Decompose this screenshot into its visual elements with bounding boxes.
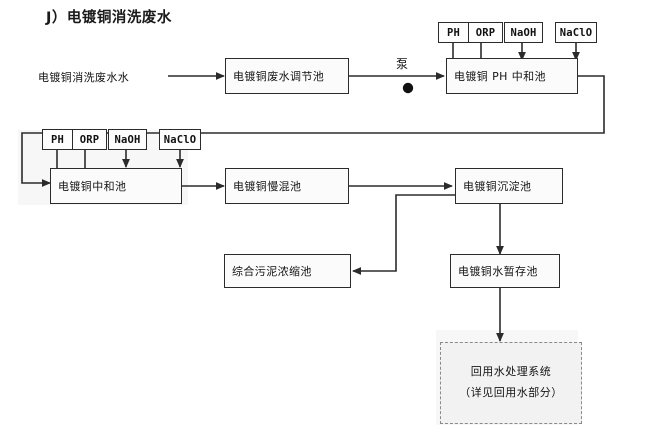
reuse-system-title: 回用水处理系统 [470, 365, 552, 379]
unit-adjust-tank[interactable]: 电镀铜废水调节池 [225, 58, 349, 94]
reagent-naclo-row2[interactable]: NaClO [159, 129, 201, 150]
unit-slow-mix-tank[interactable]: 电镀铜慢混池 [225, 168, 349, 204]
reagent-naoh-row1[interactable]: NaOH [504, 22, 543, 43]
reagent-naoh-row2[interactable]: NaOH [108, 129, 147, 150]
pump-dot [402, 82, 414, 94]
pump-label: 泵 [396, 57, 409, 71]
unit-storage-tank[interactable]: 电镀铜水暂存池 [450, 254, 560, 288]
unit-reuse-water-system[interactable]: 回用水处理系统 （详见回用水部分） [440, 342, 582, 424]
reagent-orp-row1[interactable]: ORP [468, 22, 503, 43]
unit-ph-neutral-tank[interactable]: 电镀铜 PH 中和池 [446, 58, 578, 94]
unit-neutral-tank[interactable]: 电镀铜中和池 [50, 168, 182, 204]
unit-sludge-tank[interactable]: 综合污泥浓缩池 [224, 254, 351, 288]
reagent-naclo-row1[interactable]: NaClO [555, 22, 597, 43]
reagent-ph-row2[interactable]: PH [42, 129, 73, 150]
reuse-system-note: （详见回用水部分） [459, 386, 563, 399]
page-title: J）电镀铜消洗废水 [46, 10, 172, 26]
reagent-ph-row1[interactable]: PH [438, 22, 469, 43]
inlet-label: 电镀铜消洗废水水 [38, 71, 130, 84]
unit-sediment-tank[interactable]: 电镀铜沉淀池 [455, 168, 563, 204]
reagent-orp-row2[interactable]: ORP [72, 129, 107, 150]
